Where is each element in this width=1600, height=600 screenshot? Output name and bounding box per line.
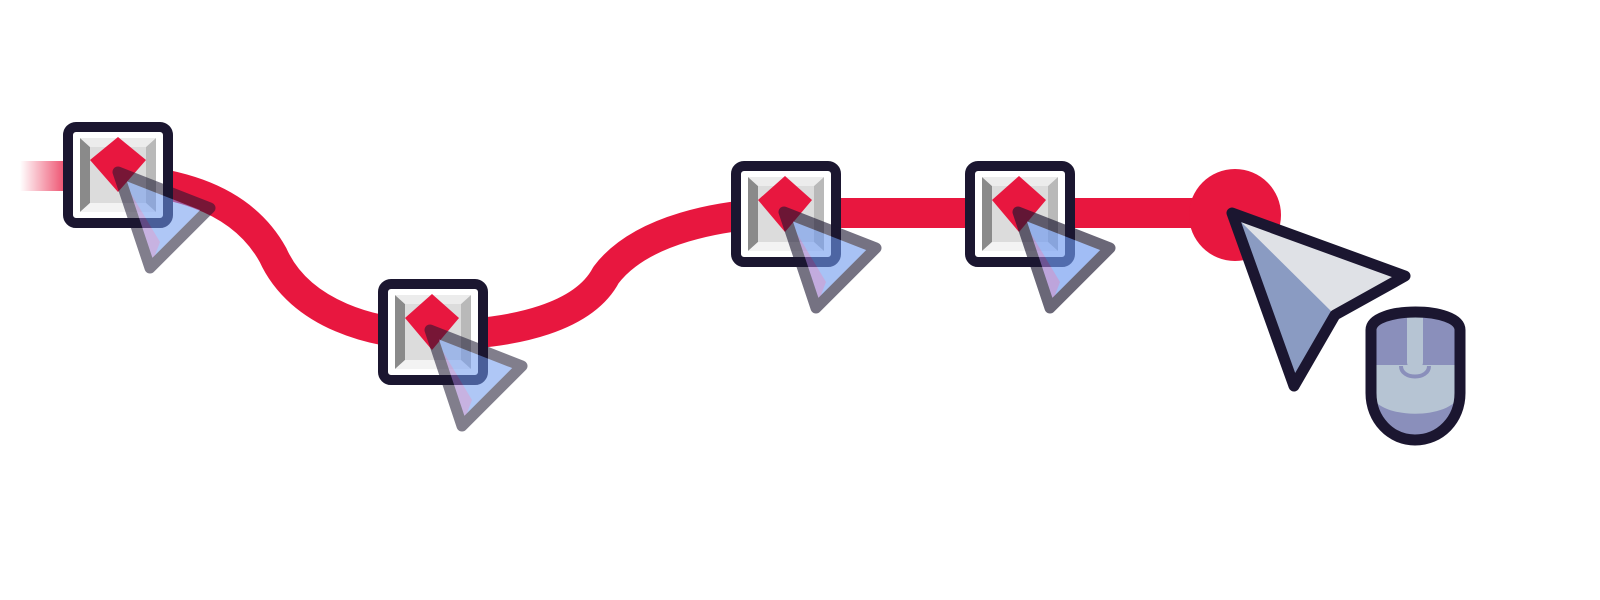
ghost-cursor-icon bbox=[430, 330, 522, 426]
path-marker-icon bbox=[992, 176, 1046, 232]
path-marker-icon bbox=[405, 294, 459, 350]
mouse-icon bbox=[1365, 306, 1466, 446]
waypoint-2 bbox=[383, 284, 522, 426]
waypoint-4 bbox=[970, 166, 1110, 308]
cursor-arrow-icon bbox=[1226, 207, 1411, 392]
waypoint-3 bbox=[736, 166, 876, 308]
path-marker-icon bbox=[90, 137, 146, 192]
waypoint-1 bbox=[68, 127, 210, 268]
path-marker-icon bbox=[758, 176, 812, 232]
